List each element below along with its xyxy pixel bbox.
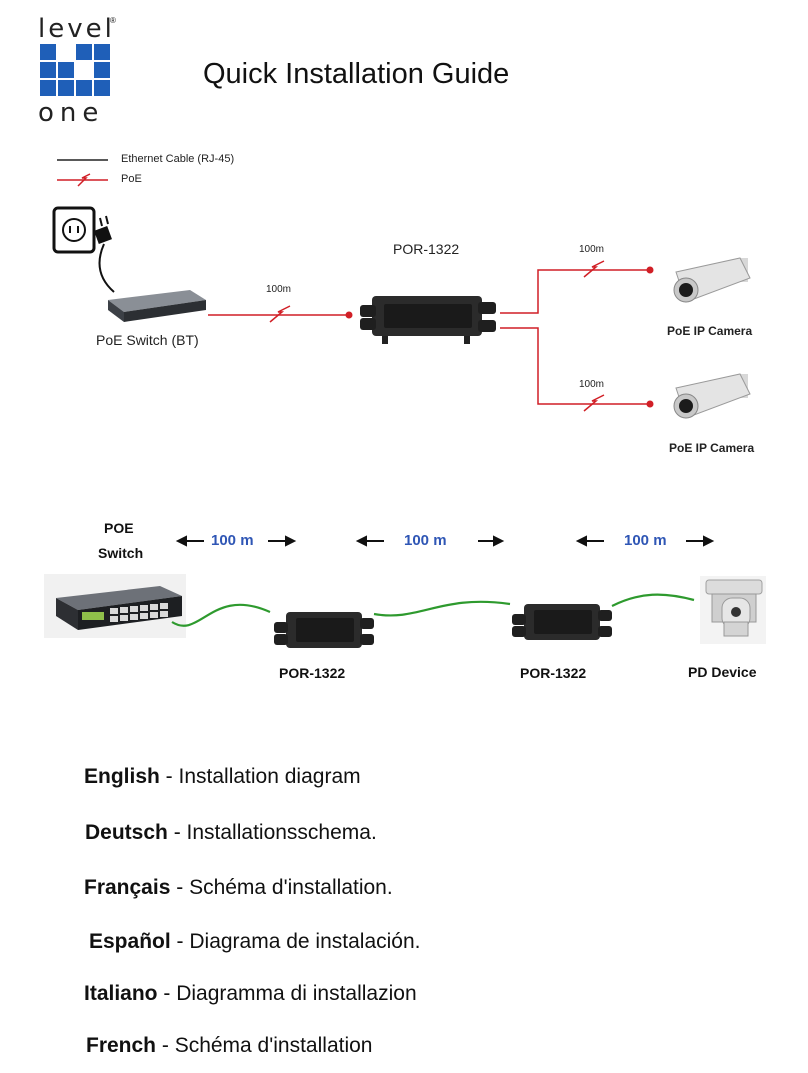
bottom-switch-label-line2: Switch bbox=[98, 545, 144, 561]
logo-word-level: level bbox=[38, 14, 115, 44]
language-name: Français bbox=[84, 876, 171, 899]
language-separator: - bbox=[170, 876, 190, 899]
language-text: Schéma d'installation. bbox=[189, 876, 393, 899]
poe-bolt-main bbox=[269, 305, 291, 323]
legend-poe-line bbox=[57, 173, 108, 187]
language-text: Installation diagram bbox=[178, 765, 361, 788]
language-name: Deutsch bbox=[85, 821, 168, 844]
cable-segment-1 bbox=[171, 603, 271, 627]
language-name: French bbox=[86, 1034, 157, 1057]
language-text: Diagrama de instalación. bbox=[189, 930, 421, 953]
pd-device-camera-icon bbox=[700, 576, 766, 644]
language-text: Schéma d'installation bbox=[174, 1034, 373, 1057]
installation-diagram bbox=[44, 159, 766, 648]
language-separator: - bbox=[156, 1034, 175, 1057]
top-distance-camera2: 100m bbox=[579, 379, 605, 390]
language-separator: - bbox=[159, 765, 179, 788]
language-separator: - bbox=[167, 821, 187, 844]
language-name: English bbox=[84, 765, 160, 788]
bottom-switch-label-line1: POE bbox=[104, 520, 134, 536]
poe-endpoint-main bbox=[345, 311, 353, 319]
por1322-bottom-2-icon bbox=[512, 604, 612, 640]
logo-registered-mark: ® bbox=[110, 16, 116, 25]
language-row-italiano: Italiano - Diagramma di installazion bbox=[84, 982, 417, 1006]
logo-grid-icon bbox=[40, 44, 110, 96]
levelone-logo: level ® one bbox=[38, 16, 118, 128]
poe-switch-bottom-icon bbox=[44, 574, 186, 638]
poe-bolt-camera2 bbox=[583, 394, 605, 412]
por1322-top-icon bbox=[360, 296, 496, 344]
poe-link-camera1 bbox=[500, 269, 648, 314]
power-cord bbox=[98, 243, 115, 293]
distance-arrows bbox=[175, 535, 715, 547]
legend-ethernet-label: Ethernet Cable (RJ-45) bbox=[121, 153, 235, 165]
ip-camera-2-icon bbox=[673, 373, 751, 419]
language-text: Installationsschema. bbox=[186, 821, 377, 844]
bottom-distance-1: 100 m bbox=[211, 532, 254, 549]
camera2-label: PoE IP Camera bbox=[669, 441, 755, 455]
page-title: Quick Installation Guide bbox=[203, 58, 510, 90]
bottom-distance-3: 100 m bbox=[624, 532, 667, 549]
language-separator: - bbox=[157, 982, 177, 1005]
cable-segment-3 bbox=[611, 593, 695, 607]
poe-bolt-camera1 bbox=[583, 260, 605, 278]
poe-endpoint-camera2 bbox=[646, 400, 654, 408]
camera1-label: PoE IP Camera bbox=[667, 324, 753, 338]
logo-word-one: one bbox=[38, 98, 105, 128]
language-separator: - bbox=[170, 930, 190, 953]
ip-camera-1-icon bbox=[673, 257, 751, 303]
poe-switch-top-icon bbox=[108, 290, 206, 322]
bottom-extender2-label: POR-1322 bbox=[520, 665, 587, 681]
top-distance-camera1: 100m bbox=[579, 244, 605, 255]
top-distance-main: 100m bbox=[266, 284, 292, 295]
cable-segment-2 bbox=[373, 600, 511, 617]
poe-endpoint-camera1 bbox=[646, 266, 654, 274]
top-switch-label: PoE Switch (BT) bbox=[96, 332, 199, 348]
bottom-distance-2: 100 m bbox=[404, 532, 447, 549]
power-plug-icon bbox=[94, 215, 112, 244]
top-extender-label: POR-1322 bbox=[393, 241, 460, 257]
language-name: Español bbox=[89, 930, 171, 953]
language-row-deutsch: Deutsch - Installationsschema. bbox=[85, 821, 377, 845]
language-row-espanol: Español - Diagrama de instalación. bbox=[89, 930, 420, 954]
poe-link-camera2 bbox=[500, 327, 648, 405]
language-row-french: French - Schéma d'installation bbox=[86, 1034, 372, 1058]
language-text: Diagramma di installazion bbox=[176, 982, 417, 1005]
language-row-english: English - Installation diagram bbox=[84, 765, 361, 789]
por1322-bottom-1-icon bbox=[274, 612, 374, 648]
language-name: Italiano bbox=[84, 982, 158, 1005]
language-row-francais: Français - Schéma d'installation. bbox=[84, 876, 393, 900]
pd-device-label: PD Device bbox=[688, 664, 757, 680]
bottom-extender1-label: POR-1322 bbox=[279, 665, 346, 681]
power-outlet-icon bbox=[52, 206, 96, 254]
legend-poe-label: PoE bbox=[121, 173, 142, 185]
